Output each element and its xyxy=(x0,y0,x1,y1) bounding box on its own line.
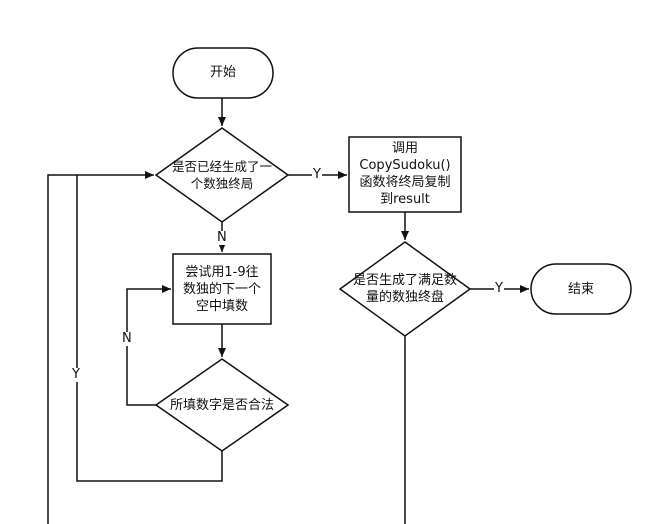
edge-label-generated-yes: Y xyxy=(312,167,322,182)
copy-line3: 函数将终局复制 xyxy=(359,175,451,190)
check-enough-label: 是否生成了满足数 量的数独终盘 xyxy=(340,272,470,306)
edge-valid-no-loop xyxy=(126,285,171,406)
check-enough-line1: 是否生成了满足数 xyxy=(352,273,457,288)
copy-line2: CopySudoku() xyxy=(359,158,451,173)
edge-label-valid-no: N xyxy=(121,331,133,346)
edge-outer-loop xyxy=(47,174,77,524)
edge-label-valid-yes: Y xyxy=(71,367,81,382)
start-node xyxy=(172,47,274,99)
check-valid-label: 所填数字是否合法 xyxy=(169,398,274,413)
end-node xyxy=(530,263,632,315)
try-fill-label: 尝试用1-9往 数独的下一个 空中填数 xyxy=(173,264,271,315)
copy-line1: 调用 xyxy=(391,141,418,156)
check-generated-line2: 个数独终局 xyxy=(190,176,254,191)
check-generated-label: 是否已经生成了一 个数独终局 xyxy=(156,158,288,192)
end-label: 结束 xyxy=(567,282,594,297)
try-fill-line3: 空中填数 xyxy=(195,299,248,314)
check-generated-line1: 是否已经生成了一 xyxy=(171,159,272,174)
edge-valid-yes-loop xyxy=(76,171,223,482)
check-enough-line2: 量的数独终盘 xyxy=(365,290,444,305)
start-label: 开始 xyxy=(209,65,236,80)
try-fill-process xyxy=(172,253,272,325)
edge-label-enough-yes: Y xyxy=(494,281,504,296)
edge-label-generated-no: N xyxy=(216,230,228,245)
copy-line4: 到result xyxy=(380,192,430,207)
copy-process xyxy=(348,136,462,213)
try-fill-line2: 数独的下一个 xyxy=(182,282,261,297)
try-fill-line1: 尝试用1-9往 xyxy=(185,265,259,280)
copy-label: 调用 CopySudoku() 函数将终局复制 到result xyxy=(349,140,461,208)
